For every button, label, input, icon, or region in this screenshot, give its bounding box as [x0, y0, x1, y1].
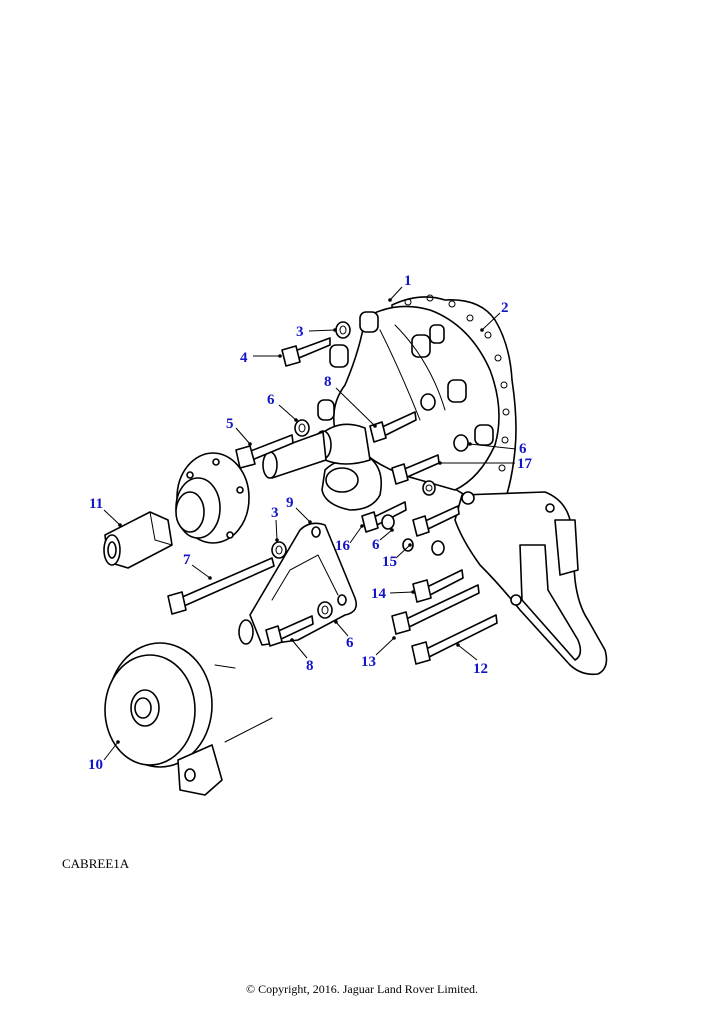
copyright-notice: © Copyright, 2016. Jaguar Land Rover Lim…	[245, 982, 479, 996]
callout-14: 14	[371, 586, 387, 602]
callout-5: 5	[226, 416, 234, 432]
callout-13: 13	[361, 654, 376, 670]
callout-15: 15	[382, 554, 397, 570]
idler-pulley	[104, 642, 273, 796]
washers	[271, 321, 445, 619]
callout-3-middle: 3	[271, 505, 279, 521]
callout-labels: 1 12 2 3 4 5 6 6 6 7 8 8 9 10 11 3 12 13…	[88, 273, 533, 773]
leader-lines	[103, 286, 517, 761]
hub-nut	[103, 511, 173, 569]
callout-8-upper: 8	[324, 374, 332, 390]
callout-10: 10	[88, 757, 103, 773]
pulley-hub	[175, 452, 250, 544]
callout-7: 7	[183, 552, 191, 568]
callout-2-label: 2	[501, 300, 509, 316]
illustration-reference-code: CABREE1A	[62, 856, 130, 871]
callout-11: 11	[89, 496, 103, 512]
bolts	[167, 337, 498, 665]
callout-6-middle: 6	[372, 537, 380, 553]
callout-16: 16	[335, 538, 351, 554]
callout-17: 17	[517, 456, 533, 472]
callout-12: 12	[473, 661, 488, 677]
callout-4: 4	[240, 350, 248, 366]
callout-6-right: 6	[519, 441, 527, 457]
callout-8-lower: 8	[306, 658, 314, 674]
callout-1: 1	[404, 273, 412, 289]
callout-6-upper-left: 6	[267, 392, 275, 408]
callout-6-lower: 6	[346, 635, 354, 651]
callout-9: 9	[286, 495, 294, 511]
water-pump-housing	[262, 305, 500, 511]
callout-3-top: 3	[296, 324, 304, 340]
alternator-bracket	[454, 491, 608, 676]
